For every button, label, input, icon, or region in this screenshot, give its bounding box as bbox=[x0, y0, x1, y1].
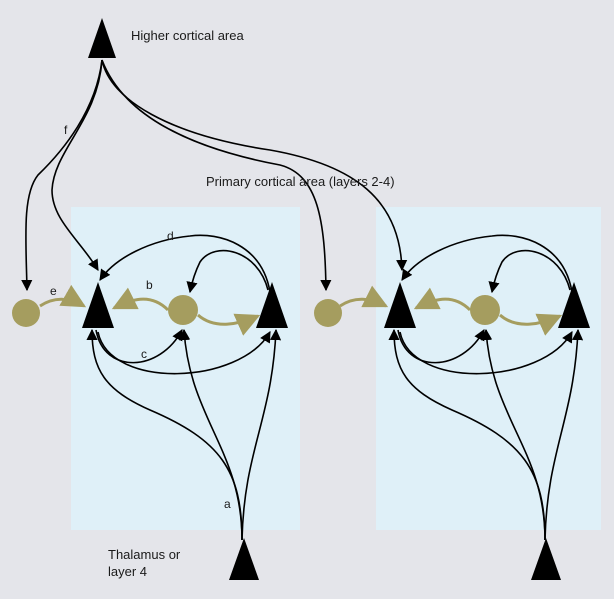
thalamus-pyramid-left bbox=[229, 538, 259, 580]
path-interneuron-to-right-pyr-left bbox=[197, 313, 261, 336]
left-column-circuit bbox=[39, 234, 282, 541]
thalamic-input-right-3 bbox=[544, 328, 584, 541]
right-column-pyramid-2 bbox=[558, 282, 590, 328]
path-e-left bbox=[39, 284, 87, 308]
right-column-pyramid-1 bbox=[384, 282, 416, 328]
left-column-pyramid-1 bbox=[82, 282, 114, 328]
path-d-left bbox=[99, 234, 271, 293]
path-right-pyr-to-interneuron-right bbox=[488, 249, 571, 294]
label-a: a bbox=[224, 497, 231, 511]
thalamus-label: Thalamus or layer 4 bbox=[108, 547, 181, 579]
path-b-left bbox=[111, 287, 170, 312]
neurons bbox=[12, 18, 590, 580]
thalamus-pyramid-right bbox=[531, 538, 561, 580]
higher-area-label: Higher cortical area bbox=[131, 28, 244, 43]
feedback-to-left-interneuron bbox=[21, 59, 103, 292]
primary-area-label: Primary cortical area (layers 2-4) bbox=[206, 174, 395, 189]
thalamic-input-left-3 bbox=[241, 328, 282, 541]
label-f: f bbox=[64, 123, 68, 137]
label-b: b bbox=[146, 278, 153, 292]
left-column-interneuron bbox=[168, 295, 198, 325]
primary-area-panel-left bbox=[71, 207, 300, 530]
path-interneuron-to-right-pyr-right bbox=[499, 313, 563, 336]
left-column-pyramid-2 bbox=[256, 282, 288, 328]
path-e-right bbox=[339, 285, 389, 308]
thalamic-input-left-2 bbox=[179, 328, 243, 541]
path-d-right bbox=[401, 234, 573, 293]
path-c-left bbox=[95, 329, 183, 364]
primary-area-panel-right bbox=[376, 207, 601, 530]
left-outer-interneuron bbox=[12, 299, 40, 327]
label-e: e bbox=[50, 284, 57, 298]
path-left-pyr-to-right-pyr-left bbox=[97, 331, 271, 375]
feedback-projections bbox=[21, 59, 408, 292]
feedback-to-right-pyramid bbox=[101, 59, 408, 272]
path-c-right bbox=[397, 329, 485, 364]
path-left-pyr-to-right-pyr-right bbox=[399, 331, 573, 375]
feedback-to-right-interneuron bbox=[101, 59, 332, 292]
path-right-pyr-to-interneuron-left bbox=[186, 249, 269, 294]
feedback-to-left-pyramid bbox=[51, 59, 103, 271]
right-outer-interneuron bbox=[314, 299, 342, 327]
right-column-interneuron bbox=[470, 295, 500, 325]
thalamic-input-right-2 bbox=[481, 328, 546, 541]
higher-area-pyramid bbox=[88, 18, 116, 58]
label-d: d bbox=[167, 229, 174, 243]
right-column-circuit bbox=[339, 234, 584, 541]
label-c: c bbox=[141, 347, 147, 361]
path-b-right bbox=[413, 287, 472, 312]
